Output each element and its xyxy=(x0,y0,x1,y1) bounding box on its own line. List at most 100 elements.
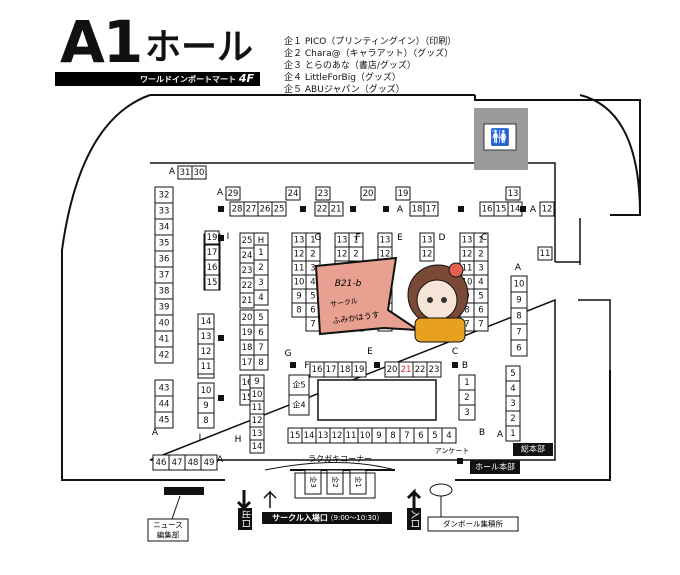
booth-number: 16 xyxy=(207,263,218,273)
booth-number: 2 xyxy=(310,250,315,260)
booth-number: 11 xyxy=(252,403,263,413)
booth-number: 2 xyxy=(258,263,263,273)
general-hq-label: 総本部 xyxy=(521,444,545,454)
booth: 4 xyxy=(505,380,521,397)
booth-number: 13 xyxy=(337,236,348,246)
center-stage xyxy=(317,379,437,421)
pillar xyxy=(374,362,380,368)
booth-number: 28 xyxy=(232,205,243,215)
speech-bubble xyxy=(314,256,422,336)
booth-number: 32 xyxy=(159,191,170,201)
booth-cell xyxy=(473,316,489,332)
booth: 9 xyxy=(249,374,265,389)
booth-cell xyxy=(253,354,269,371)
block-label: A xyxy=(530,205,537,215)
booth-cell xyxy=(351,361,367,378)
booth-number: 15 xyxy=(290,431,301,441)
booth-number: 18 xyxy=(412,205,423,215)
booth: 22 xyxy=(412,361,428,378)
booth-cell xyxy=(505,186,521,201)
booth: 14 xyxy=(301,427,317,444)
booth-number: 31 xyxy=(180,168,191,178)
block-label: C xyxy=(452,347,458,357)
booth: 10 xyxy=(249,387,265,402)
booth: 2 xyxy=(458,389,476,406)
booth: 23 xyxy=(239,262,255,279)
booth-cell xyxy=(271,201,287,217)
booth-number: 12 xyxy=(252,416,263,426)
booth-number: 33 xyxy=(159,207,170,217)
booth: 17 xyxy=(239,354,255,371)
company-booth xyxy=(288,394,310,416)
booth: 24 xyxy=(285,186,301,201)
booth-number: 2 xyxy=(478,250,483,260)
booth: 2 xyxy=(253,259,269,276)
booth: 5 xyxy=(253,309,269,326)
booth: 16 xyxy=(479,201,495,217)
block-label: H xyxy=(235,435,242,445)
booth-number: 1 xyxy=(353,236,358,246)
booth-number: 15 xyxy=(496,205,507,215)
booth-cell xyxy=(204,274,220,291)
booth-number: 1 xyxy=(478,236,483,246)
booth-cell xyxy=(423,201,439,217)
booth: 6 xyxy=(473,302,489,318)
booth-number: 3 xyxy=(258,278,263,288)
booth: 12 xyxy=(539,201,555,217)
block-label: G xyxy=(315,233,322,243)
booth: 8 xyxy=(291,302,307,318)
character-ribbon xyxy=(448,262,464,278)
booth-number: 7 xyxy=(478,320,483,330)
booth-number: 22 xyxy=(415,365,426,375)
character-eye xyxy=(441,297,447,303)
booth-number: 10 xyxy=(462,278,473,288)
booth-number: 37 xyxy=(159,271,170,281)
booth: 13 xyxy=(315,427,331,444)
booth: 12 xyxy=(249,413,265,428)
booth-cell xyxy=(154,346,174,364)
company-item: 企４ LittleForBig（グッズ） xyxy=(284,73,401,83)
booth-number: 25 xyxy=(242,236,253,246)
booth: 32 xyxy=(154,186,174,204)
booth-number: 45 xyxy=(159,416,170,426)
booth: 47 xyxy=(168,454,186,471)
block-label: I xyxy=(227,232,230,242)
entry-arrow xyxy=(406,488,422,508)
exit-box xyxy=(238,508,252,530)
booth: 10 xyxy=(197,382,215,399)
bubble-text: サークル xyxy=(330,297,359,309)
rakugaki-box xyxy=(294,472,376,499)
booth-number: 4 xyxy=(510,384,515,394)
booth: 17 xyxy=(423,201,439,217)
general-hq-box xyxy=(513,443,553,456)
booth: 28 xyxy=(229,201,245,217)
booth-number: 20 xyxy=(387,365,398,375)
circle-entrance-label: サークル入場口 xyxy=(272,513,328,523)
booth-number: 6 xyxy=(516,344,521,354)
rakugaki-wall xyxy=(264,462,396,471)
booth: 2 xyxy=(473,246,489,262)
entry-label: 入口 xyxy=(409,510,420,528)
booth: 9 xyxy=(371,427,387,444)
booth-number: 2 xyxy=(510,414,515,424)
booth-cell xyxy=(225,186,241,201)
booth-number: 5 xyxy=(432,431,437,441)
booth-number: 13 xyxy=(201,332,212,342)
booth-cell xyxy=(315,186,331,201)
booth-number: 1 xyxy=(510,429,515,439)
side-wall xyxy=(578,299,611,430)
booth-number: 16 xyxy=(242,378,253,388)
block-label: A xyxy=(515,263,522,273)
booth-number: 34 xyxy=(159,223,170,233)
company-label: 企5 xyxy=(292,380,305,390)
cardboard-spot xyxy=(429,483,453,497)
booth: 21 xyxy=(239,292,255,309)
booth-number: 17 xyxy=(426,205,437,215)
booth-number: 3 xyxy=(510,399,515,409)
booth-number: 13 xyxy=(508,189,519,199)
booth-number: 9 xyxy=(296,292,301,302)
booth: 11 xyxy=(197,358,215,375)
booth: 3 xyxy=(473,260,489,276)
booth-number: 1 xyxy=(464,378,469,388)
company-booth xyxy=(349,469,367,495)
